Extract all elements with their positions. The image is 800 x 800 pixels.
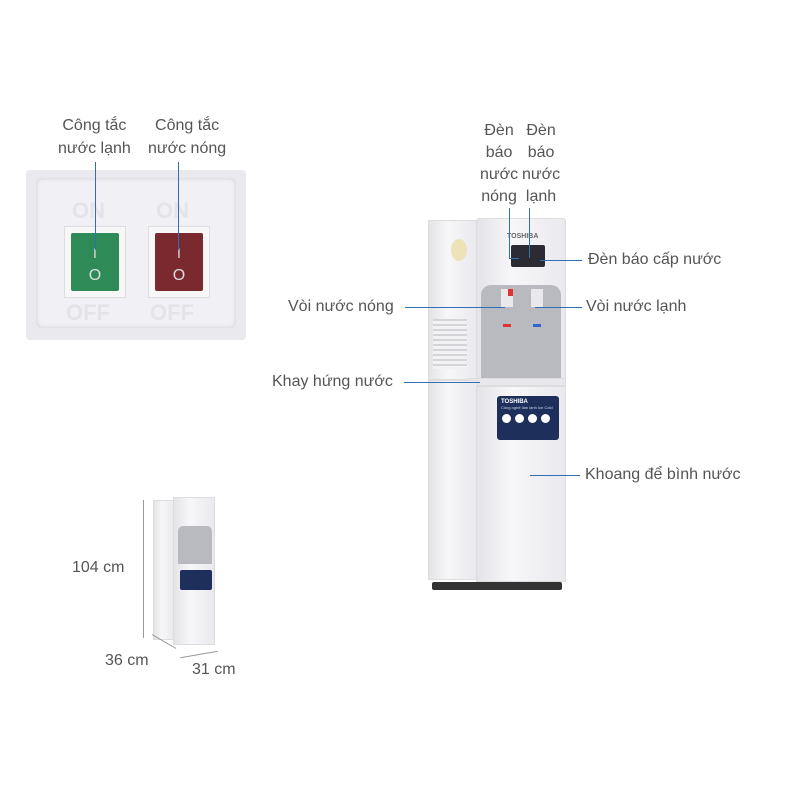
bottle-compartment-label: Khoang để bình nước (585, 466, 741, 483)
supply-indicator-label: Đèn báo cấp nước (588, 251, 722, 268)
mini-cooler-side (153, 500, 175, 640)
switch-panel-inner: ON ON OFF OFF I O I O (36, 178, 236, 328)
dispensing-area (481, 285, 561, 380)
callout-line (404, 382, 480, 383)
energy-label (451, 239, 467, 261)
cold-switch-label: Công tắc nước lạnh (58, 117, 131, 157)
cooler-side-lower (428, 380, 478, 580)
hot-tap-label: Vòi nước nóng (288, 298, 394, 315)
width-dimension-line (180, 650, 218, 659)
height-dimension: 104 cm (72, 559, 125, 576)
cold-marker (533, 324, 541, 327)
hot-on-text: ON (156, 198, 189, 223)
cooler-side-panel (428, 220, 478, 380)
hot-indicator-label: Đèn báo nước nóng (480, 122, 519, 205)
feature-icon (515, 414, 524, 423)
on-symbol: I (93, 245, 97, 261)
callout-line (405, 307, 505, 308)
callout-line (509, 208, 510, 258)
badge-text: Công nghệ làm lạnh Ice Cold (501, 405, 553, 410)
cold-tap-label: Vòi nước lạnh (586, 298, 687, 315)
hot-off-text: OFF (150, 300, 194, 325)
vent-grille (433, 319, 467, 369)
cold-on-text: ON (72, 198, 105, 223)
mini-badge (180, 570, 212, 590)
hot-tap[interactable] (501, 289, 513, 307)
cold-indicator-label: Đèn báo nước lạnh (522, 122, 561, 205)
feature-icon (502, 414, 511, 423)
callout-line (535, 307, 582, 308)
cold-tap[interactable] (531, 289, 543, 307)
hot-switch-label: Công tắc nước nóng (148, 117, 227, 157)
callout-line (178, 162, 179, 250)
brand-logo: TOSHIBA (507, 233, 539, 240)
callout-line (509, 258, 519, 259)
on-symbol: I (177, 245, 181, 261)
cooler-front-upper: TOSHIBA (476, 218, 566, 383)
cold-off-text: OFF (66, 300, 110, 325)
off-symbol: O (172, 267, 186, 284)
drip-tray-label: Khay hứng nước (272, 373, 393, 390)
width-dimension: 31 cm (192, 661, 236, 678)
feature-icon (528, 414, 537, 423)
badge-brand: TOSHIBA (501, 399, 528, 405)
callout-line (530, 475, 580, 476)
off-symbol: O (88, 267, 102, 284)
height-dimension-line (143, 500, 144, 638)
callout-line (95, 162, 96, 250)
feature-icon (541, 414, 550, 423)
cooler-base (432, 582, 562, 590)
callout-line (540, 260, 582, 261)
mini-cooler-front (173, 497, 215, 645)
hot-switch-rocker[interactable]: I O (155, 233, 203, 291)
bottle-compartment-door[interactable]: TOSHIBA Công nghệ làm lạnh Ice Cold (476, 386, 566, 582)
drip-tray (468, 378, 566, 386)
hot-marker (503, 324, 511, 327)
callout-line (529, 208, 530, 258)
feature-badge: TOSHIBA Công nghệ làm lạnh Ice Cold (497, 396, 559, 440)
depth-dimension: 36 cm (105, 652, 149, 669)
indicator-display (511, 245, 545, 267)
hot-switch[interactable]: I O (148, 226, 210, 298)
mini-dispensing-area (178, 526, 212, 564)
